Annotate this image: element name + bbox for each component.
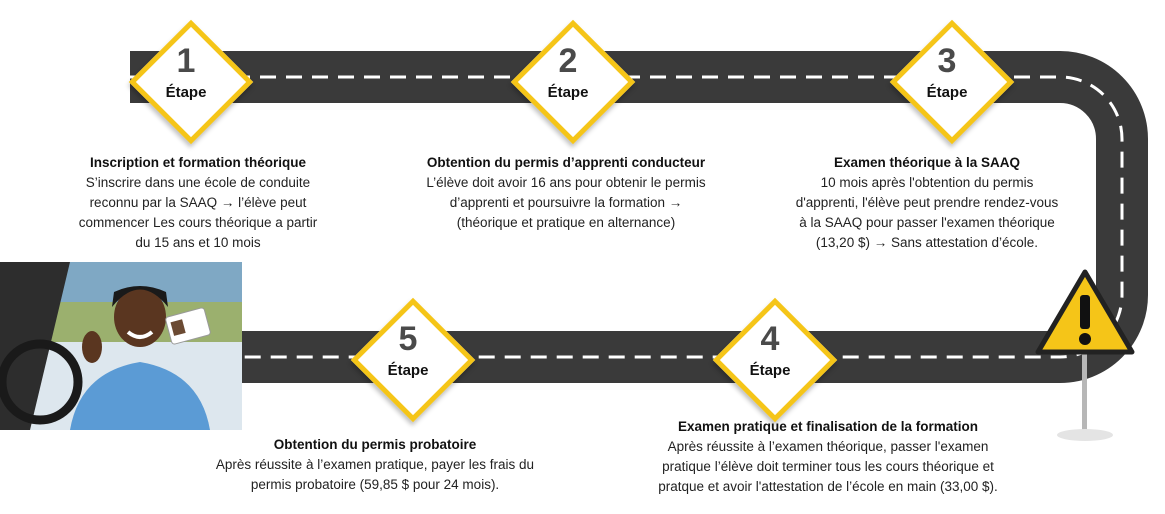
step-1-description: Inscription et formation théorique S’ins…: [48, 153, 348, 253]
step-title: Examen pratique et finalisation de la fo…: [677, 419, 979, 434]
step-label: Étape: [749, 362, 791, 379]
step-4-description: Examen pratique et finalisation de la fo…: [608, 417, 1048, 497]
step-label: Étape: [387, 362, 429, 379]
step-title: Examen théorique à la SAAQ: [833, 155, 1021, 170]
step-number: 3: [937, 42, 957, 80]
step-number: 1: [176, 42, 196, 80]
step-3-description: Examen théorique à la SAAQ 10 mois après…: [770, 153, 1084, 253]
step-5-description: Obtention du permis probatoire Après réu…: [180, 435, 570, 495]
step-body: Après réussite à l’examen pratique, paye…: [215, 457, 535, 492]
step-1-marker: 1 Étape: [128, 19, 254, 145]
step-2-description: Obtention du permis d’apprenti conducteu…: [390, 153, 742, 233]
step-5-marker: 5 Étape: [350, 297, 476, 423]
step-body: 10 mois après l'obtention du permis d'ap…: [795, 175, 1059, 250]
step-body: S’inscrire dans une école de conduite re…: [78, 175, 318, 250]
step-3-marker: 3 Étape: [889, 19, 1015, 145]
step-2-marker: 2 Étape: [510, 19, 636, 145]
step-label: Étape: [926, 84, 968, 101]
step-label: Étape: [165, 84, 207, 101]
step-title: Inscription et formation théorique: [89, 155, 306, 170]
step-number: 2: [558, 42, 578, 80]
step-body: Après réussite à l’examen théorique, pas…: [658, 439, 998, 494]
step-body: L’élève doit avoir 16 ans pour obtenir l…: [426, 175, 706, 230]
step-title: Obtention du permis probatoire: [273, 437, 477, 452]
warning-triangle-icon: [1035, 269, 1135, 441]
step-title: Obtention du permis d’apprenti conducteu…: [426, 155, 706, 170]
step-4-marker: 4 Étape: [712, 297, 838, 423]
driver-with-license-photo: [0, 262, 242, 430]
step-number: 4: [760, 320, 780, 358]
step-label: Étape: [547, 84, 589, 101]
step-number: 5: [398, 320, 418, 358]
